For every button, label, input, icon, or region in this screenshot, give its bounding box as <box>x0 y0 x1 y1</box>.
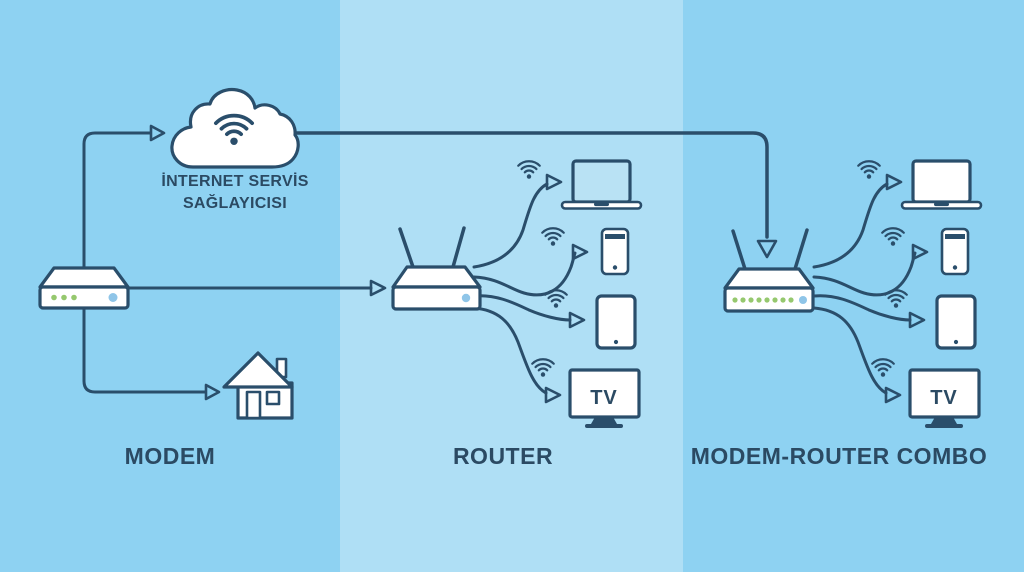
status-led <box>61 294 67 301</box>
section-label-router: ROUTER <box>453 443 553 469</box>
status-led <box>51 294 57 301</box>
status-led <box>764 297 770 303</box>
arrow-icon <box>204 383 221 401</box>
connector-modem-to-house <box>82 306 221 401</box>
modem-icon <box>38 266 130 310</box>
status-led <box>788 297 794 303</box>
status-led <box>748 297 754 303</box>
router-antenna-right <box>451 226 466 269</box>
status-led <box>772 297 778 303</box>
connector-modem-to-router <box>126 279 387 297</box>
power-led <box>461 293 471 303</box>
house-icon <box>222 351 294 420</box>
connector-cloud-to-combo <box>293 131 778 259</box>
house-door <box>245 390 262 420</box>
status-led <box>740 297 746 303</box>
router-client-devices <box>474 161 641 428</box>
combo-antenna-right <box>793 228 809 271</box>
combo-client-devices <box>814 161 981 428</box>
section-label-combo: MODEM-ROUTER COMBO <box>691 443 987 469</box>
status-led <box>732 297 738 303</box>
power-led <box>799 296 807 304</box>
arrow-icon <box>149 124 166 142</box>
house-window <box>265 390 281 406</box>
connector-modem-to-cloud <box>82 124 166 270</box>
modem-router-combo-icon <box>723 228 815 313</box>
isp-label-line1: İNTERNET SERVİS <box>161 172 308 190</box>
section-label-modem: MODEM <box>125 443 216 469</box>
status-led <box>71 294 77 301</box>
isp-cloud-icon <box>170 87 300 169</box>
combo-antenna-left <box>731 229 747 271</box>
arrow-icon <box>756 239 778 259</box>
router-antenna-left <box>398 227 415 269</box>
isp-label-line2: SAĞLAYICISI <box>183 193 287 212</box>
arrow-icon <box>369 279 387 297</box>
status-led <box>756 297 762 303</box>
house-roof <box>222 351 294 389</box>
router-icon <box>391 226 482 311</box>
status-led <box>780 297 786 303</box>
power-led <box>108 293 118 302</box>
